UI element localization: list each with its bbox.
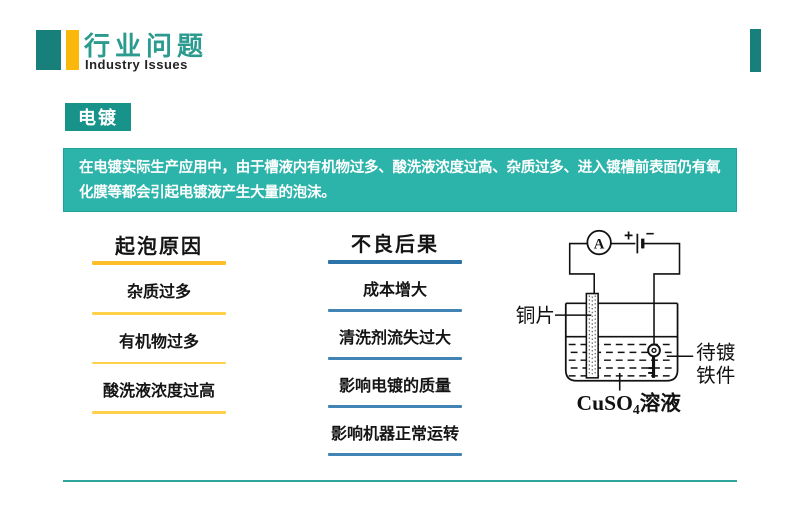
solution-subscript: 4	[633, 402, 640, 417]
list-item: 成本增大	[328, 276, 462, 312]
consequence-item-rule	[328, 309, 462, 312]
list-item: 清洗剂流失过大	[328, 324, 462, 360]
list-item: 有机物过多	[92, 328, 226, 364]
consequences-column: 不良后果 成本增大 清洗剂流失过大 影响电镀的质量 影响机器正常运转	[328, 228, 462, 456]
header-teal-bar	[36, 30, 61, 70]
header-right-accent-bar	[750, 29, 761, 72]
solution-formula: CuSO	[577, 391, 633, 415]
cause-item-label: 杂质过多	[126, 284, 191, 301]
list-item: 影响电镀的质量	[328, 372, 462, 408]
consequence-item-label: 影响电镀的质量	[338, 378, 451, 395]
consequence-item-rule	[328, 453, 462, 456]
causes-title-rule	[92, 261, 226, 265]
cathode-label-line1: 待镀	[696, 342, 736, 364]
consequence-item-rule	[328, 405, 462, 408]
page-title: 行业问题	[84, 31, 209, 61]
anode-label: 铜片	[516, 305, 555, 327]
cathode-label-line2: 铁件	[696, 365, 735, 387]
solution-label: CuSO4溶液	[577, 391, 682, 417]
list-item: 酸洗液浓度过高	[92, 377, 226, 414]
battery-plus-sign: +	[624, 228, 633, 245]
cause-item-rule	[92, 312, 226, 315]
cause-item-rule	[92, 411, 226, 414]
cause-item-label: 有机物过多	[118, 333, 199, 351]
banner-text-line1: 在电镀实际生产应用中，由于槽液内有机物过多、酸洗液浓度过高、杂质过多、进入镀槽前…	[79, 160, 721, 176]
bottom-rule	[63, 480, 737, 482]
consequence-item-rule	[328, 357, 462, 360]
page-subtitle: Industry Issues	[85, 57, 188, 72]
intro-banner: 在电镀实际生产应用中，由于槽液内有机物过多、酸洗液浓度过高、杂质过多、进入镀槽前…	[63, 148, 737, 212]
cause-item-rule	[92, 361, 226, 364]
electroplating-circuit-diagram: + − A 铜片 待镀 铁件 CuSO4溶液	[516, 227, 736, 417]
consequences-title-rule	[328, 260, 462, 264]
list-item: 影响机器正常运转	[328, 420, 462, 456]
beaker-outline	[564, 303, 679, 382]
iron-key-hole	[651, 347, 657, 354]
wire-right	[643, 242, 681, 345]
solution-suffix: 溶液	[640, 391, 682, 415]
list-item: 杂质过多	[92, 278, 226, 315]
consequence-item-label: 影响机器正常运转	[330, 426, 459, 443]
cause-item-label: 酸洗液浓度过高	[102, 383, 215, 400]
wire-left	[568, 242, 595, 296]
consequence-item-label: 成本增大	[362, 282, 427, 299]
section-tag-electroplating: 电镀	[65, 103, 131, 131]
ammeter-label: A	[594, 236, 605, 252]
consequence-item-label: 清洗剂流失过大	[338, 330, 451, 347]
battery-minus-sign: −	[646, 227, 655, 243]
banner-text-line2: 化膜等都会引起电镀液产生大量的泡沫。	[79, 185, 336, 201]
consequences-title: 不良后果	[351, 234, 439, 256]
copper-electrode-stipple	[588, 295, 596, 376]
header-yellow-bar	[66, 30, 79, 70]
ammeter-icon	[586, 229, 612, 256]
causes-title: 起泡原因	[115, 236, 203, 258]
causes-column: 起泡原因 杂质过多 有机物过多 酸洗液浓度过高	[92, 230, 226, 414]
